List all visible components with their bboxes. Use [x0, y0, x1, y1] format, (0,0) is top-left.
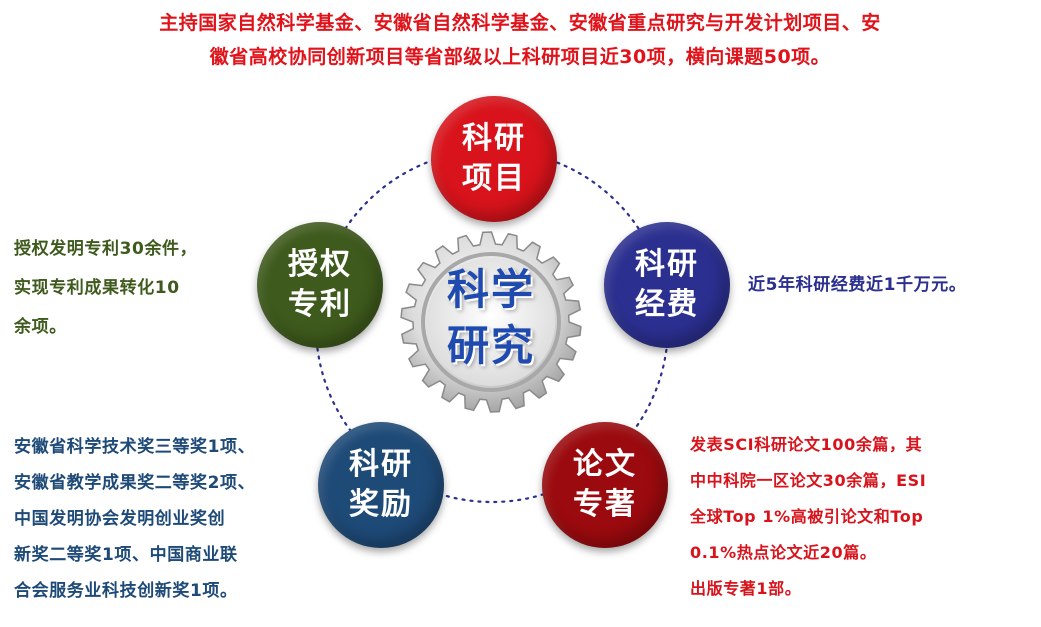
node-research-awards-line-1: 科研: [349, 447, 413, 482]
node-granted-patents-line-1: 授权: [288, 247, 352, 282]
awards-description-line-1: 安徽省科学技术奖三等奖1项、: [14, 437, 256, 457]
awards-description-line-3: 中国发明协会发明创业奖创: [14, 509, 226, 529]
funding-description-line-1: 近5年科研经费近1千万元。: [748, 275, 967, 295]
node-research-funding-line-1: 科研: [635, 247, 699, 282]
node-research-funding: 科研 经费: [604, 222, 730, 348]
top-description: 主持国家自然科学基金、安徽省自然科学基金、安徽省重点研究与开发计划项目、安 徽省…: [30, 6, 1010, 74]
patents-description-line-2: 实现专利成果转化10: [14, 278, 180, 298]
node-granted-patents-line-2: 专利: [288, 287, 352, 322]
node-research-awards-line-2: 奖励: [349, 487, 413, 522]
center-title-line-2: 研究: [446, 321, 535, 370]
papers-description-line-3: 全球Top 1%高被引论文和Top: [690, 507, 924, 526]
funding-description: 近5年科研经费近1千万元。: [748, 270, 966, 301]
center-title: 科学 研究: [402, 262, 580, 374]
top-description-line-2: 徽省高校协同创新项目等省部级以上科研项目近30项，横向课题50项。: [209, 46, 831, 68]
papers-description-line-5: 出版专著1部。: [690, 579, 802, 598]
gear-icon: [400, 231, 582, 413]
center-title-line-1: 科学: [446, 265, 535, 314]
papers-description: 发表SCI科研论文100余篇，其 中中科院一区论文30余篇，ESI 全球Top …: [690, 427, 926, 607]
node-papers-monographs: 论文 专著: [542, 422, 668, 548]
gear-ring: [421, 252, 561, 392]
top-description-line-1: 主持国家自然科学基金、安徽省自然科学基金、安徽省重点研究与开发计划项目、安: [159, 12, 881, 34]
node-papers-monographs-line-1: 论文: [573, 447, 637, 482]
papers-description-line-4: 0.1%热点论文近20篇。: [690, 543, 877, 562]
node-research-awards: 科研 奖励: [318, 422, 444, 548]
node-research-projects-line-2: 项目: [462, 161, 526, 196]
node-granted-patents: 授权 专利: [257, 222, 383, 348]
node-papers-monographs-line-2: 专著: [573, 487, 637, 522]
patents-description-line-3: 余项。: [14, 317, 67, 337]
node-research-projects-line-1: 科研: [462, 121, 526, 156]
awards-description-line-2: 安徽省教学成果奖二等奖2项、: [14, 473, 256, 493]
papers-description-line-1: 发表SCI科研论文100余篇，其: [690, 435, 923, 454]
node-research-funding-line-2: 经费: [635, 287, 699, 322]
awards-description-line-4: 新奖二等奖1项、中国商业联: [14, 545, 238, 565]
awards-description-line-5: 合会服务业科技创新奖1项。: [14, 581, 238, 601]
patents-description-line-1: 授权发明专利30余件，: [14, 239, 198, 259]
awards-description: 安徽省科学技术奖三等奖1项、 安徽省教学成果奖二等奖2项、 中国发明协会发明创业…: [14, 429, 255, 609]
patents-description: 授权发明专利30余件， 实现专利成果转化10 余项。: [14, 234, 197, 343]
gear-center: [427, 258, 555, 386]
node-research-projects: 科研 项目: [431, 96, 557, 222]
papers-description-line-2: 中中科院一区论文30余篇，ESI: [690, 471, 927, 490]
